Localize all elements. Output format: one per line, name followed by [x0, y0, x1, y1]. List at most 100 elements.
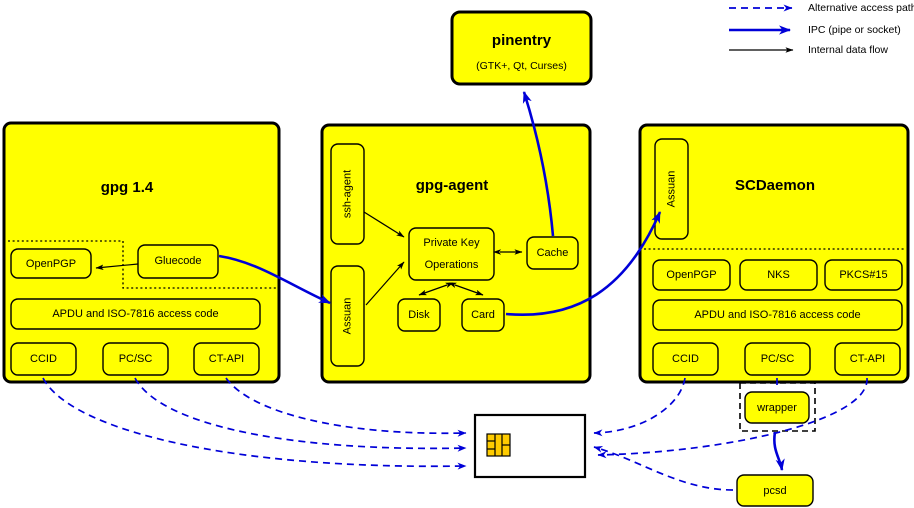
alt-pcsd-to-card [593, 445, 734, 491]
gpg14-pcsc-box[interactable]: PC/SC [102, 342, 169, 376]
gpg14-dotted-region [8, 240, 278, 289]
gpg-agent-card-rect [461, 298, 505, 332]
smartcard-chip-icon [486, 433, 511, 457]
scdaemon-openpgp-box[interactable]: OpenPGP [652, 259, 731, 291]
gpg-agent-assuan-box[interactable]: Assuan [330, 265, 365, 367]
legend-label-internal-flow: Internal data flow [808, 44, 888, 56]
gpg-agent-ssh-agent-label: ssh-agent [341, 170, 353, 218]
alt-gpg14-ccid-to-card [42, 377, 467, 470]
gpg-agent-cache-label: Cache [537, 247, 569, 259]
pinentry-rect [450, 10, 593, 86]
scdaemon-pkcs15-label: PKCS#15 [839, 269, 887, 281]
scdaemon-assuan-rect [654, 138, 689, 240]
gpg-agent-ssh-agent-box[interactable]: ssh-agent [330, 143, 365, 245]
flow-pko-to-disk [418, 282, 454, 296]
scdaemon-openpgp-rect [652, 259, 731, 291]
gpg14-gluecode-rect [137, 244, 219, 279]
gpg-agent-private-key-operations-box[interactable]: Private Key Operations [408, 227, 495, 281]
pcsd-label: pcsd [763, 485, 786, 497]
pinentry-box[interactable]: pinentry (GTK+, Qt, Curses) [450, 10, 593, 86]
wrapper-label: wrapper [756, 402, 797, 414]
gpg-agent-card-box[interactable]: Card [461, 298, 505, 332]
gpg14-ccid-label: CCID [30, 353, 57, 365]
pcsd-rect [736, 474, 814, 507]
scdaemon-openpgp-label: OpenPGP [666, 269, 716, 281]
panel-gpg14[interactable]: gpg 1.4 OpenPGP Gluecode APDU and ISO-78… [2, 121, 281, 384]
gpg14-apdu-label: APDU and ISO-7816 access code [52, 308, 218, 320]
gpg-agent-pko-rect [408, 227, 495, 281]
panel-gpg14-title: gpg 1.4 [101, 179, 154, 196]
gpg14-gluecode-label: Gluecode [154, 255, 201, 267]
gpg-agent-assuan-rect [330, 265, 365, 367]
gpg-agent-pko-label-line1: Private Key [423, 237, 480, 249]
pinentry-subtitle: (GTK+, Qt, Curses) [476, 60, 567, 72]
alt-gpg14-pcsc-to-card [134, 377, 467, 452]
gpg14-apdu-rect [10, 298, 261, 330]
ipc-connections [218, 91, 785, 471]
scdaemon-nks-rect [739, 259, 818, 291]
gpg-agent-ssh-agent-rect [330, 143, 365, 245]
flow-ssh-agent-to-pko [363, 211, 405, 238]
flow-gluecode-to-openpgp [95, 263, 139, 271]
panel-gpg-agent-title: gpg-agent [416, 177, 489, 194]
alt-scdaemon-ctapi-to-card [597, 377, 868, 459]
panel-gpg-agent[interactable]: gpg-agent ssh-agent Assuan Private Key O… [320, 123, 592, 384]
gpg14-openpgp-rect [10, 248, 92, 279]
scdaemon-pcsc-rect [744, 342, 811, 376]
scdaemon-pkcs15-rect [824, 259, 903, 291]
gpg-agent-disk-box[interactable]: Disk [397, 298, 441, 332]
ipc-gluecode-to-agent-assuan [218, 254, 331, 305]
ipc-wrapper-to-pcsd [773, 431, 785, 471]
pinentry-title: pinentry [492, 32, 552, 49]
gpg14-apdu-box[interactable]: APDU and ISO-7816 access code [10, 298, 261, 330]
gpg14-ccid-rect [10, 342, 77, 376]
gpg-agent-cache-rect [526, 236, 579, 270]
scdaemon-ccid-box[interactable]: CCID [652, 342, 719, 376]
alt-scdaemon-ccid-to-card [593, 377, 686, 437]
panel-scdaemon[interactable]: SCDaemon Assuan OpenPGP NKS PKCS#15 APD [638, 123, 910, 384]
gpg-agent-disk-rect [397, 298, 441, 332]
gpg14-ccid-box[interactable]: CCID [10, 342, 77, 376]
alternative-access-paths [42, 377, 868, 491]
pcsd-box[interactable]: pcsd [736, 474, 814, 507]
gpg-agent-assuan-label: Assuan [341, 298, 353, 335]
alt-gpg14-ctapi-to-card [225, 377, 467, 437]
ipc-agent-card-to-scdaemon-assuan [505, 211, 662, 317]
scdaemon-ctapi-label: CT-API [850, 353, 885, 365]
flow-pko-to-card [448, 282, 484, 296]
scdaemon-assuan-box[interactable]: Assuan [654, 138, 689, 240]
gpg14-ctapi-label: CT-API [209, 353, 244, 365]
flow-assuan-to-pko [365, 261, 405, 306]
gpg14-openpgp-box[interactable]: OpenPGP [10, 248, 92, 279]
scdaemon-ccid-rect [652, 342, 719, 376]
scdaemon-nks-label: NKS [767, 269, 790, 281]
gpg-agent-pko-label-line2: Operations [425, 259, 479, 271]
wrapper-group[interactable]: wrapper [739, 382, 816, 432]
scdaemon-ctapi-box[interactable]: CT-API [834, 342, 901, 376]
wrapper-dashed-region [739, 382, 816, 432]
smartcard[interactable] [473, 413, 587, 479]
legend-label-ipc: IPC (pipe or socket) [808, 24, 901, 36]
scdaemon-pcsc-label: PC/SC [761, 353, 795, 365]
gpg14-pcsc-rect [102, 342, 169, 376]
gpg14-openpgp-label: OpenPGP [26, 258, 76, 270]
ipc-agent-to-pinentry [522, 91, 555, 237]
gpg14-pcsc-label: PC/SC [119, 353, 153, 365]
gpg-agent-card-label: Card [471, 309, 495, 321]
gpg14-gluecode-box[interactable]: Gluecode [137, 244, 219, 279]
scdaemon-pcsc-box[interactable]: PC/SC [744, 342, 811, 376]
scdaemon-pkcs15-box[interactable]: PKCS#15 [824, 259, 903, 291]
panel-scdaemon-title: SCDaemon [735, 177, 815, 194]
scdaemon-ccid-label: CCID [672, 353, 699, 365]
legend: Alternative access paths IPC (pipe or so… [729, 2, 914, 56]
wrapper-rect [744, 391, 810, 424]
scdaemon-apdu-label: APDU and ISO-7816 access code [694, 309, 860, 321]
legend-label-alternative-access: Alternative access paths [808, 2, 914, 14]
scdaemon-assuan-label: Assuan [665, 171, 677, 208]
scdaemon-nks-box[interactable]: NKS [739, 259, 818, 291]
scdaemon-apdu-box[interactable]: APDU and ISO-7816 access code [652, 299, 903, 331]
gpg14-ctapi-rect [193, 342, 260, 376]
gpg14-ctapi-box[interactable]: CT-API [193, 342, 260, 376]
gpg-agent-cache-box[interactable]: Cache [526, 236, 579, 270]
